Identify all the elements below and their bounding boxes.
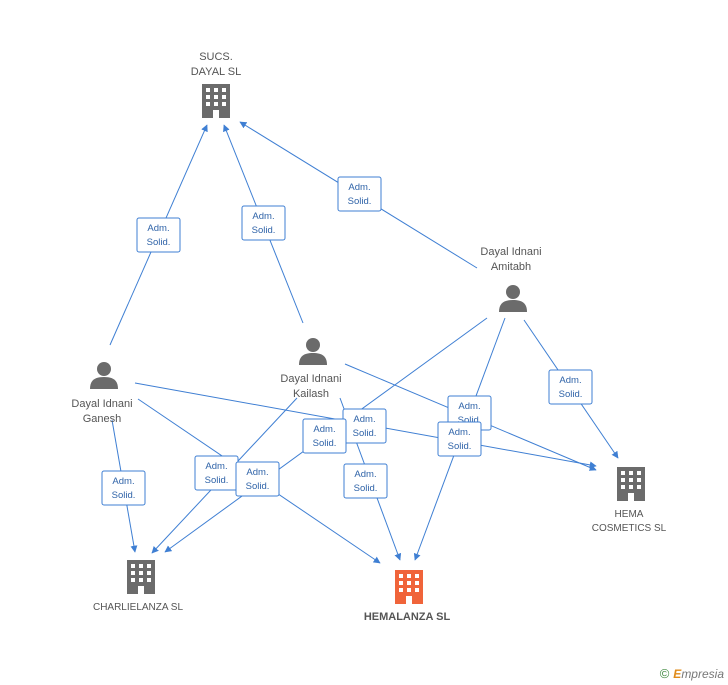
role-box-kailash-sucs: Adm. Solid.: [241, 205, 286, 241]
role-line-1: Adm.: [353, 414, 375, 425]
role-line-1: Adm.: [313, 424, 335, 435]
role-line-2: Solid.: [313, 438, 337, 449]
role-boxes: Adm. Solid. Adm. Solid. Adm. Solid. Adm.…: [101, 176, 593, 506]
role-line-1: Adm.: [458, 401, 480, 412]
building-icon: [617, 467, 645, 501]
node-label-line-2: DAYAL SL: [191, 66, 242, 78]
person-icon: [90, 362, 118, 389]
node-label-line-2: COSMETICS SL: [592, 523, 667, 534]
node-hema-cosmetics[interactable]: HEMA COSMETICS SL: [592, 467, 667, 534]
person-icon: [499, 285, 527, 312]
brand-logo: Empresia: [673, 667, 724, 681]
role-line-2: Solid.: [559, 389, 583, 400]
node-hemalanza[interactable]: HEMALANZA SL: [364, 570, 451, 623]
role-box-kailash-hemalanza: Adm. Solid.: [343, 463, 388, 499]
role-line-2: Solid.: [354, 483, 378, 494]
person-icon: [299, 338, 327, 365]
role-line-1: Adm.: [252, 211, 274, 222]
building-icon: [127, 560, 155, 594]
role-box-ganesh-charlie: Adm. Solid.: [101, 470, 146, 506]
role-line-2: Solid.: [147, 237, 171, 248]
role-line-1: Adm.: [559, 375, 581, 386]
brand-initial: E: [673, 666, 682, 681]
role-line-1: Adm.: [112, 476, 134, 487]
node-label-line-1: Dayal Idnani: [71, 398, 132, 410]
role-box-kailash-charlie: Adm. Solid.: [194, 455, 239, 491]
node-label-line-2: Amitabh: [491, 261, 531, 273]
role-line-2: Solid.: [205, 475, 229, 486]
role-line-2: Solid.: [353, 428, 377, 439]
role-line-2: Solid.: [348, 196, 372, 207]
role-line-2: Solid.: [112, 490, 136, 501]
role-line-1: Adm.: [448, 427, 470, 438]
role-line-2: Solid.: [448, 441, 472, 452]
node-label-line-2: Kailash: [293, 388, 329, 400]
node-label-line-1: SUCS.: [199, 51, 233, 63]
role-line-1: Adm.: [147, 223, 169, 234]
node-label-line-1: Dayal Idnani: [280, 373, 341, 385]
role-line-1: Adm.: [246, 467, 268, 478]
role-line-1: Adm.: [348, 182, 370, 193]
role-box-amitabh-charlie: Adm. Solid.: [302, 418, 347, 454]
role-box-amitabh-hema: Adm. Solid.: [548, 369, 593, 405]
role-line-2: Solid.: [252, 225, 276, 236]
node-kailash[interactable]: Dayal Idnani Kailash: [280, 338, 342, 400]
copyright-icon: ©: [659, 666, 670, 681]
node-label-line-1: HEMA: [615, 509, 644, 520]
role-line-2: Solid.: [246, 481, 270, 492]
brand-rest: mpresia: [681, 666, 724, 681]
node-ganesh[interactable]: Dayal Idnani Ganesh: [71, 362, 133, 425]
role-box-ganesh-hema: Adm. Solid.: [342, 408, 387, 444]
node-label-line-1: HEMALANZA SL: [364, 611, 451, 623]
node-amitabh[interactable]: Dayal Idnani Amitabh: [480, 246, 542, 312]
node-label-line-1: Dayal Idnani: [480, 246, 541, 258]
role-box-amitabh-sucs: Adm. Solid.: [337, 176, 382, 212]
footer-brand: © Empresia: [660, 666, 724, 681]
node-label-line-1: CHARLIELANZA SL: [93, 602, 183, 613]
role-line-1: Adm.: [205, 461, 227, 472]
role-box-amitabh-hemalanza: Adm. Solid.: [437, 421, 482, 457]
role-box-ganesh-hemalanza: Adm. Solid.: [235, 461, 280, 497]
role-line-1: Adm.: [354, 469, 376, 480]
role-line-2: Solid.: [458, 415, 482, 426]
building-icon: [202, 84, 230, 118]
node-sucs-dayal[interactable]: SUCS. DAYAL SL: [191, 51, 242, 118]
role-box-ganesh-sucs: Adm. Solid.: [136, 217, 181, 253]
building-icon: [395, 570, 423, 604]
node-label-line-2: Ganesh: [83, 413, 122, 425]
node-charlielanza[interactable]: CHARLIELANZA SL: [93, 560, 183, 613]
